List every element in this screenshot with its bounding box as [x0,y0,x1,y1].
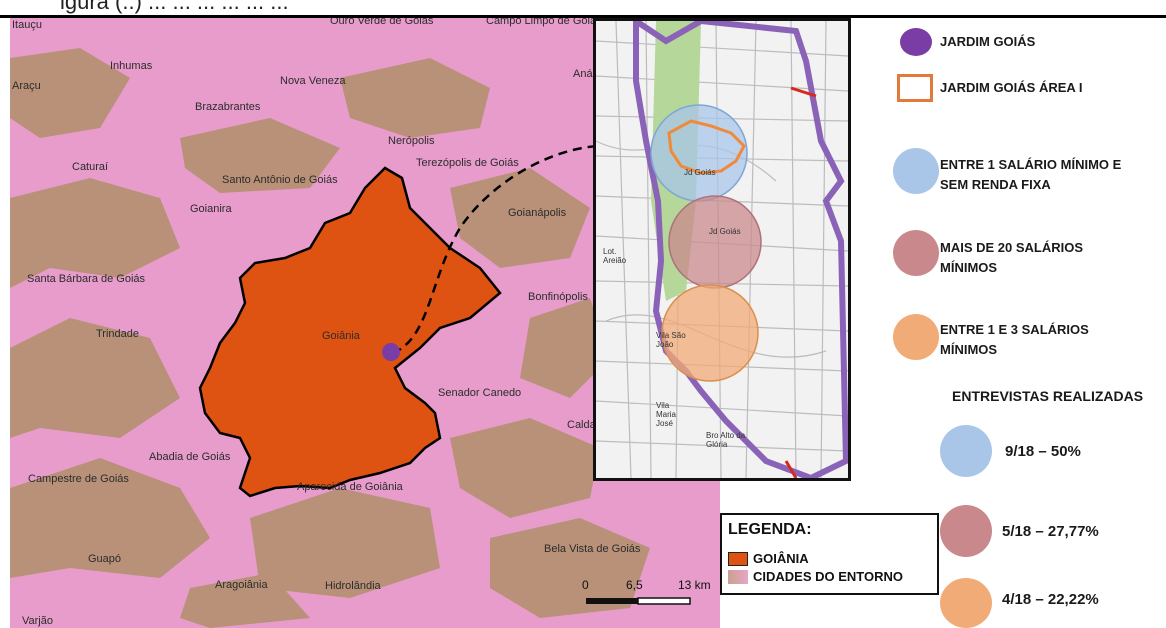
legend-title: LEGENDA: [728,521,812,538]
place-label: Caturaí [72,161,109,173]
place-label: Santa Bárbara de Goiás [27,273,146,285]
municipality-area [180,573,310,628]
place-label: Nerópolis [388,135,435,147]
inset-map: Jd Goiás Jd Goiás Lot. Areião Vila São J… [593,18,851,481]
circle-entre1e3 [661,284,759,382]
legend-area-i: JARDIM GOIÁS ÁREA I [940,80,1083,95]
area-i-boundary [667,119,746,175]
inset-label: Lot. Areião [603,247,627,265]
place-label: Senador Canedo [438,387,522,399]
municipality-area [10,458,210,578]
place-label: Caldas Novas [567,419,595,431]
entrevistas-title: ENTREVISTAS REALIZADAS [952,388,1144,404]
place-label: Araçu [12,80,41,92]
scale-zero: 0 [582,578,589,592]
inset-map-svg [596,21,848,478]
place-label: Bonfinópolis [528,291,588,303]
municipality-area [10,318,180,438]
entorno-swatch-icon [728,570,748,584]
legend-entorno-label: CIDADES DO ENTORNO [753,569,903,584]
legend-entre1e3: ENTRE 1 E 3 SALÁRIOS MÍNIMOS [940,322,1089,357]
municipality-area [520,298,610,398]
red-road-segment [784,460,798,478]
entrevista-rose-icon [940,505,992,557]
inset-label: Jd Goiás [684,168,716,177]
figure-caption: igura (..) ... ... ... ... ... ... [0,0,1166,16]
place-label: Terezópolis de Goiás [416,157,519,169]
scale-segment [637,597,691,605]
entrevista-value: 5/18 – 27,77% [1002,523,1099,540]
goiania-boundary [198,166,502,498]
municipality-area [490,518,650,618]
inset-connector [392,144,601,355]
municipality-area [250,488,440,598]
entre1e3-icon [893,314,939,360]
entrevista-value: 9/18 – 50% [1005,443,1081,460]
scale-mid: 6,5 [626,578,643,592]
place-label: Goianira [190,203,232,215]
place-label: Guapó [88,553,122,565]
regional-map-svg [10,18,720,628]
place-label: Varjão [22,615,53,627]
place-label: Inhumas [110,60,153,72]
jardim-goias-marker [382,343,400,361]
place-label: Santo Antônio de Goiás [222,174,338,186]
regional-map: Itauçu Ouro Verde de Goiás Campo Limpo d… [10,18,720,628]
place-label: Trindade [96,328,140,340]
inset-label: Vila São João [656,331,686,349]
inset-label: Bro Alto da Glória [706,431,746,449]
mais20-icon [893,230,939,276]
place-label: Campestre de Goiás [28,473,129,485]
place-label: Aragoiânia [215,579,268,591]
entrevista-peach-icon [940,578,992,628]
scale-end: 13 km [678,578,711,592]
jardim-goias-icon [900,28,932,56]
entrevista-value: 4/18 – 22,22% [1002,591,1099,608]
scale-bar: 0 6,5 13 km [578,578,718,618]
red-road-segment [790,86,817,98]
place-label: Ouro Verde de Goiás [330,18,434,27]
legend-goiania-label: GOIÂNIA [753,551,809,566]
circle-mais20 [668,195,762,289]
place-label: Itauçu [12,19,42,31]
legend-jardim-goias: JARDIM GOIÁS [940,34,1036,49]
place-label: Hidrolândia [325,580,381,592]
caption-rule [0,15,1166,18]
municipality-area [450,168,590,268]
legend-mais20: MAIS DE 20 SALÁRIOS MÍNIMOS [940,240,1084,275]
place-label: Nova Veneza [280,75,346,87]
place-label: Anápolis [573,68,595,80]
area-i-icon [897,74,933,102]
place-label: Goiânia [322,330,360,342]
place-label: Abadia de Goiás [149,451,231,463]
entrevista-blue-icon [940,425,992,477]
legend-entre1-sem-renda: ENTRE 1 SALÁRIO MÍNIMO E SEM RENDA FIXA [940,157,1122,192]
municipality-area [10,178,180,288]
scale-segment [586,598,638,604]
place-label: Bela Vista de Goiás [544,543,641,555]
place-label: Campo Limpo de Goiás [486,18,602,27]
inset-label: Vila Maria José [656,401,677,428]
municipality-area [340,58,490,138]
entre1-sem-renda-icon [893,148,939,194]
municipality-area [450,418,600,518]
goiania-swatch-icon [728,552,748,566]
place-label: Brazabrantes [195,101,261,113]
map-legend: LEGENDA: GOIÂNIA CIDADES DO ENTORNO [720,513,939,595]
jardim-goias-boundary [633,21,848,478]
municipality-area [180,118,340,193]
place-label: Aparecida de Goiânia [297,481,403,493]
scale-bar-graphic [586,597,691,605]
municipality-area [10,48,130,138]
place-label: Goianápolis [508,207,567,219]
caption-text: igura (..) ... ... ... ... ... ... [60,0,289,14]
circle-entre1-sem-renda [650,104,748,202]
inset-label: Jd Goiás [709,227,741,236]
